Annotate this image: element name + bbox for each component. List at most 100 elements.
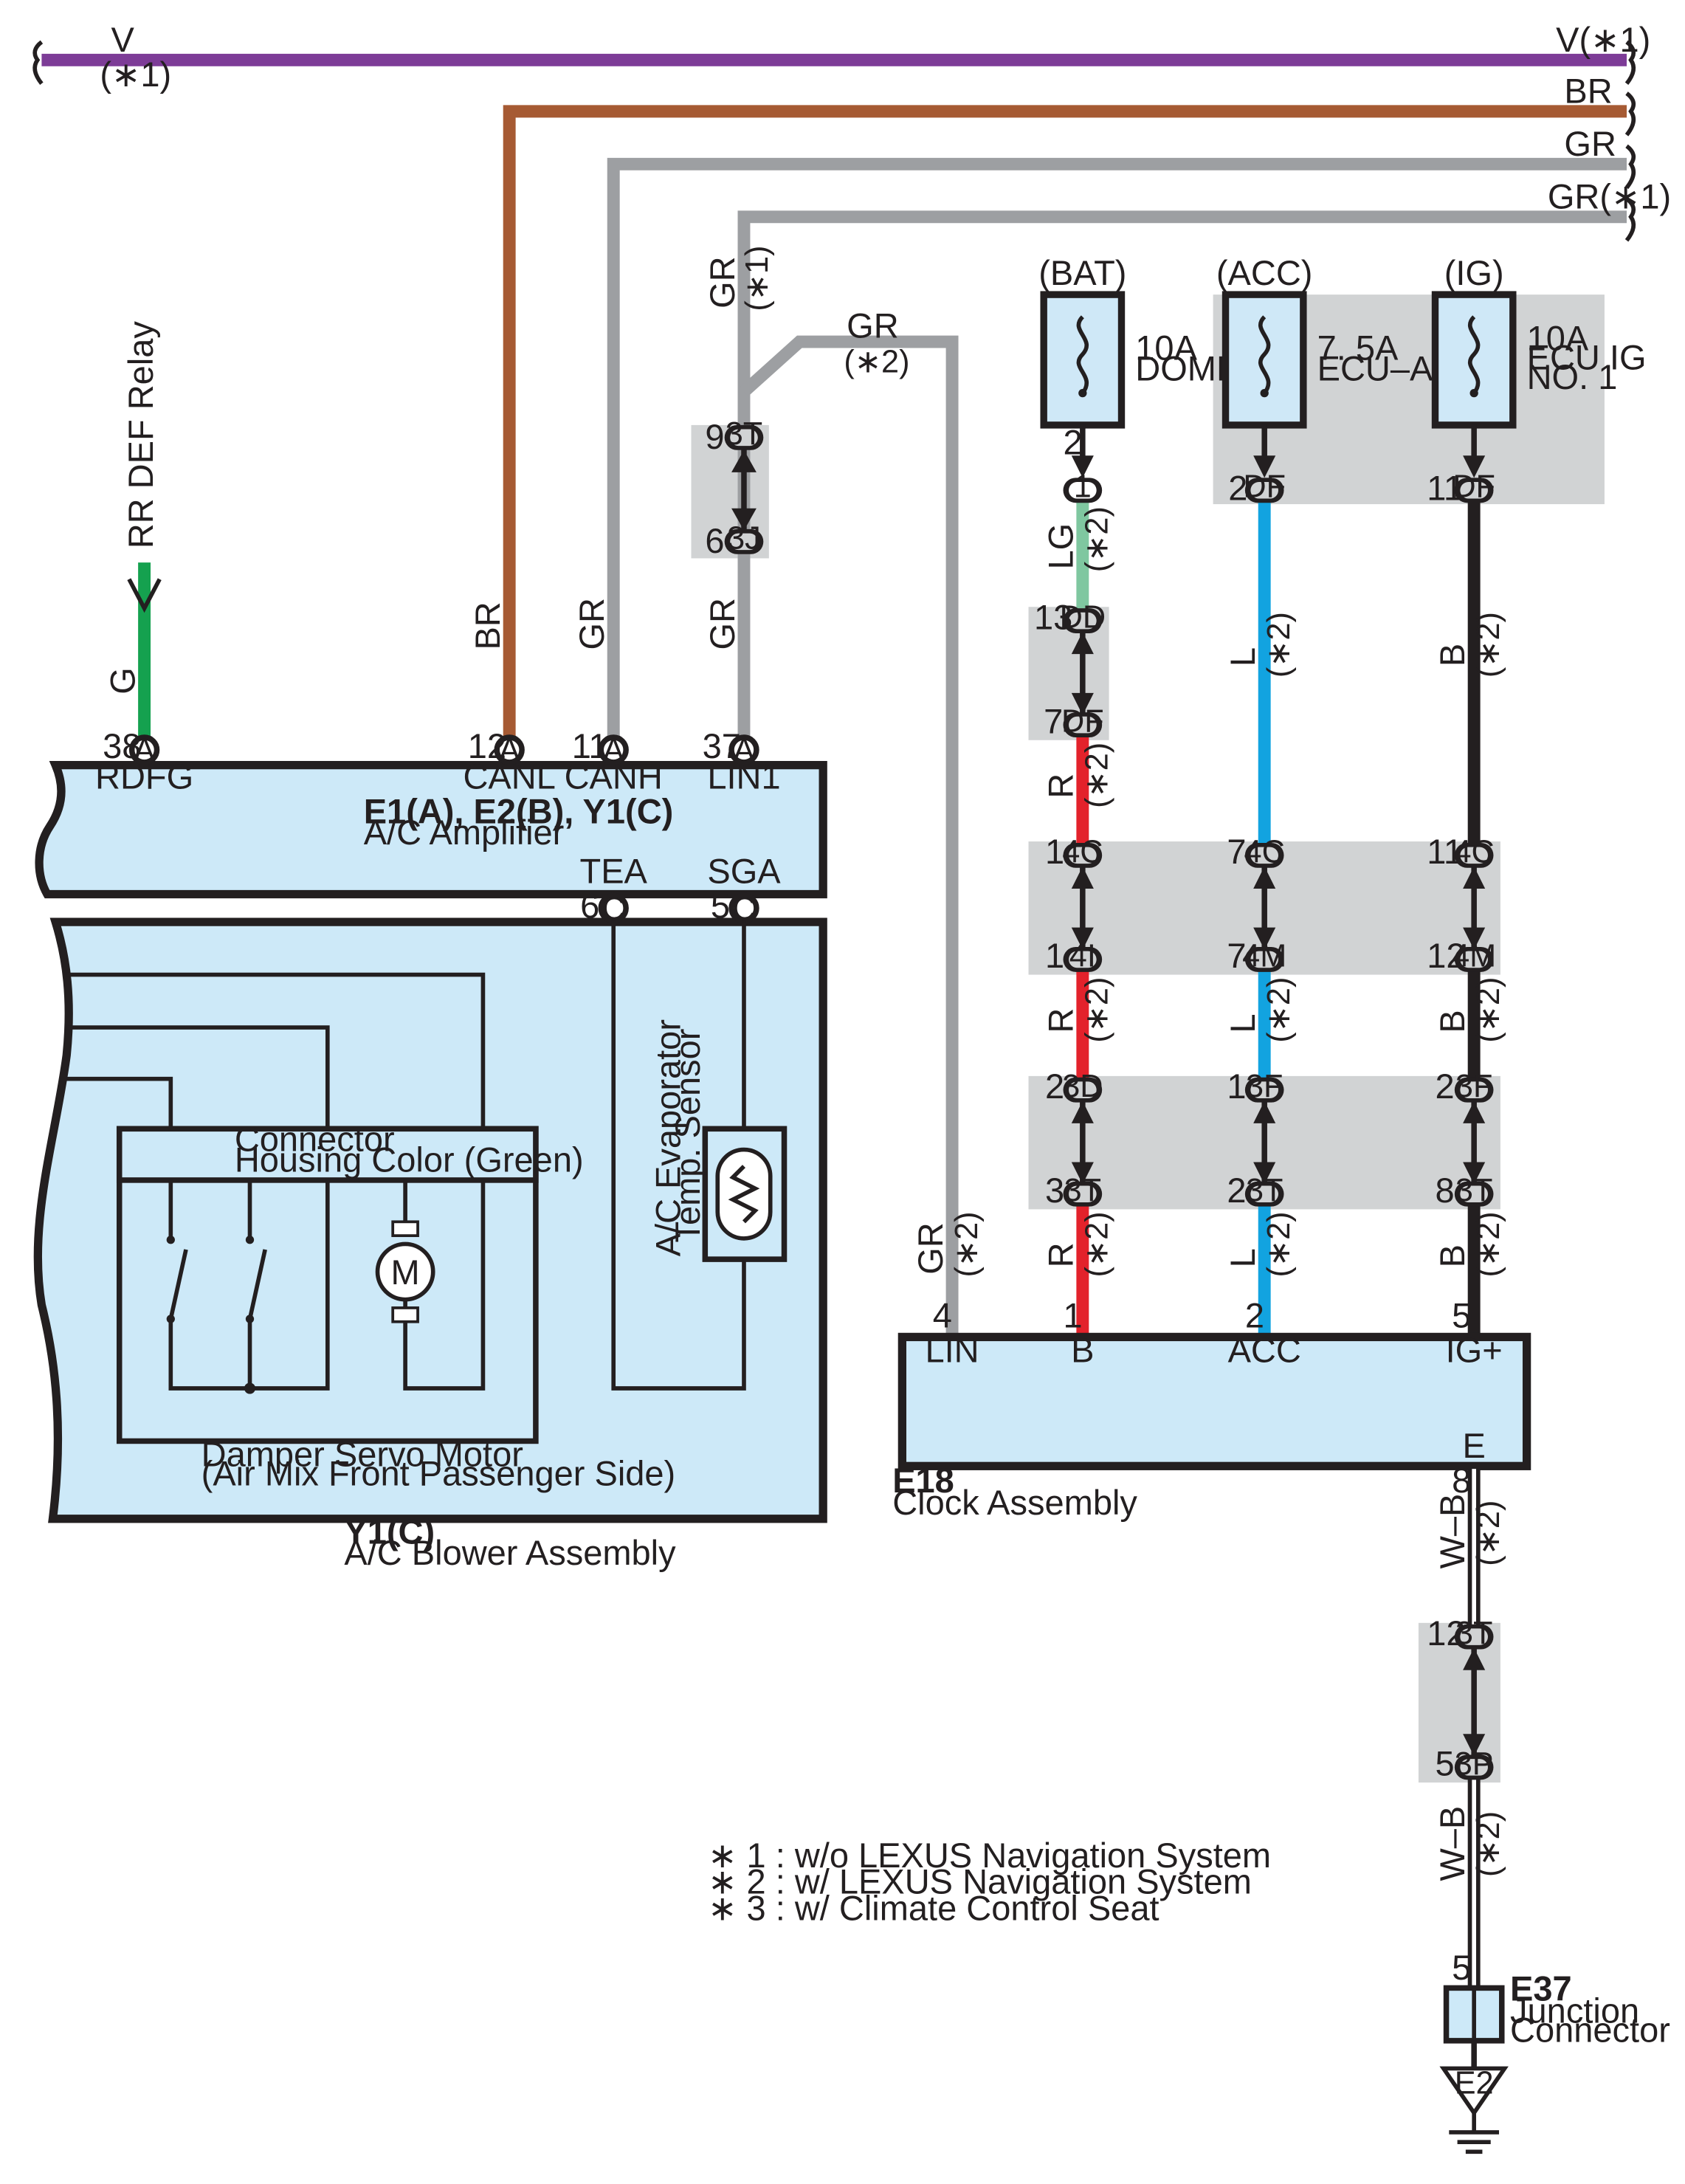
label-wire-b3-note: (∗2) [1471, 1211, 1506, 1277]
svg-text:3T: 3T [1455, 1173, 1492, 1208]
connector-4c-l: 4C [1244, 834, 1285, 869]
connector-df-lower: DF [1061, 703, 1104, 739]
label-v-left-note: (∗1) [100, 55, 171, 94]
blower-pinnum-6: 6 [580, 886, 599, 925]
fuse-acc-rating: 7. 5A [1317, 328, 1399, 368]
connector-3t-r: 3T [1063, 1173, 1103, 1208]
label-wire-b3: B [1433, 1244, 1472, 1267]
label-wire-gr-clock-note: (∗2) [949, 1211, 985, 1277]
pin-8-e: 8 [1452, 1461, 1471, 1500]
pin-2-acc: 2 [1228, 468, 1247, 507]
servo-switch-1 [168, 1249, 188, 1320]
label-wire-gr-top-note: (∗1) [740, 246, 775, 311]
connector-1: 1 [1063, 469, 1103, 505]
clock-pin-e: E [1462, 1426, 1485, 1465]
pin-11-4c: 11 [1427, 832, 1463, 871]
fuse-bat-name: DOME [1135, 349, 1239, 388]
label-wire-b1: B [1433, 644, 1472, 666]
clock-pin-lin: LIN [925, 1330, 979, 1369]
evap-sensor-label2: Temp. Sensor [668, 1029, 707, 1243]
pin-2-3d: 2 [1045, 1067, 1064, 1106]
svg-text:4C: 4C [1244, 834, 1285, 869]
svg-text:3T: 3T [1246, 1173, 1283, 1208]
pair-3d-3t [1071, 1100, 1094, 1185]
wire-gr2-branch [740, 335, 959, 1336]
fuse-acc-header: (ACC) [1216, 253, 1313, 292]
servo-connector-label1: Connector [235, 1119, 395, 1158]
svg-text:1: 1 [1074, 469, 1092, 505]
connector-3f-l: 3F [1244, 1069, 1284, 1104]
wire-gr1 [737, 210, 1627, 746]
label-wire-br: BR [468, 602, 507, 650]
connector-4c-b: 4C [1454, 834, 1495, 869]
label-wire-r1-note: (∗2) [1080, 743, 1115, 808]
amp-pin-rdfg: RDFG [95, 757, 193, 796]
junction-line1: Junction [1510, 1991, 1639, 2030]
label-wire-gr-canh: GR [572, 598, 611, 650]
fuse-bat-header: (BAT) [1038, 253, 1126, 292]
svg-text:4M: 4M [1242, 938, 1286, 974]
connector-4m-b: 4M [1452, 938, 1496, 974]
connector-3j: 3J [724, 520, 764, 556]
amp-pin-lin1: LIN1 [707, 757, 780, 796]
clock-pinnum-4: 4 [933, 1295, 952, 1334]
pin-13: 13 [1034, 597, 1072, 636]
pair-4c-4m-ig [1463, 866, 1486, 950]
clock-title: E18 [892, 1461, 954, 1500]
connector-3t-b: 3T [1454, 1173, 1494, 1208]
servo-label1: Damper Servo Motor [201, 1434, 523, 1473]
label-wire-l3-note: (∗2) [1261, 1211, 1297, 1277]
label-wire-r1: R [1041, 774, 1081, 799]
connector-3d: 3D [1062, 1069, 1103, 1104]
pin-7-4c: 7 [1227, 832, 1246, 871]
pin-6: 6 [705, 521, 724, 560]
svg-text:3F: 3F [1246, 1069, 1283, 1104]
svg-text:A: A [734, 733, 755, 768]
label-v-right: V(∗1) [1556, 20, 1650, 59]
label-gr1-right: GR(∗1) [1548, 177, 1671, 216]
amp-pin-sga: SGA [707, 851, 781, 890]
clock-pinnum-5: 5 [1452, 1295, 1471, 1334]
break-right-v [1624, 40, 1636, 86]
pair-dd-df [1071, 632, 1094, 715]
pin-1-3f: 1 [1227, 1067, 1246, 1106]
amp-pin-38: A [128, 733, 160, 768]
connector-3t-ground: 3T [1454, 1616, 1494, 1651]
fuse-bat-body [1040, 291, 1126, 429]
connector-3p: 3P [1455, 1746, 1494, 1782]
pin-12-3t: 12 [1427, 1613, 1465, 1653]
note-2: ∗ 2 : w/ LEXUS Navigation System [708, 1862, 1252, 1901]
label-wire-l1: L [1223, 647, 1262, 666]
pin-7-4m: 7 [1227, 936, 1246, 975]
amp-pinnum-11: 11 [572, 726, 608, 765]
svg-text:4C: 4C [1454, 834, 1495, 869]
label-wire-wb1-note: (∗2) [1471, 1501, 1506, 1566]
pair-3f-3t-ig [1463, 1100, 1486, 1185]
shade-3t-3p [1418, 1622, 1500, 1783]
pin-5-junction: 5 [1452, 1948, 1471, 1987]
blower-subtitle: A/C Blower Assembly [344, 1533, 676, 1572]
label-wire-r3-note: (∗2) [1080, 1211, 1115, 1277]
connector-df-acc: DF [1243, 469, 1286, 505]
fuse-ig-name2: NO. 1 [1527, 357, 1618, 396]
pin-12-4m: 12 [1427, 936, 1465, 975]
ground-triangle [1439, 2066, 1509, 2117]
conn-arrow-3t-3j-down [731, 508, 757, 531]
servo-connector-band [116, 1126, 539, 1183]
label-wire-b2: B [1433, 1010, 1472, 1033]
label-wire-r3: R [1041, 1242, 1081, 1267]
label-relay: RR DEF Relay [121, 321, 160, 549]
label-wire-l2-note: (∗2) [1261, 977, 1297, 1043]
label-gr-right: GR [1564, 124, 1616, 163]
fuse-acc-symbol [1258, 315, 1271, 395]
note-1: ∗ 1 : w/o LEXUS Navigation System [708, 1836, 1271, 1875]
svg-text:3T: 3T [1064, 1173, 1101, 1208]
break-right-gr [1624, 144, 1636, 190]
blower-pinnum-5: 5 [711, 886, 730, 925]
svg-text:3D: 3D [1062, 1069, 1103, 1104]
label-wire-wb2: W–B [1433, 1806, 1472, 1881]
label-wire-wb1: W–B [1433, 1494, 1472, 1569]
label-wire-lg: LG [1041, 523, 1081, 570]
clock-pinnum-1: 1 [1064, 1295, 1083, 1334]
